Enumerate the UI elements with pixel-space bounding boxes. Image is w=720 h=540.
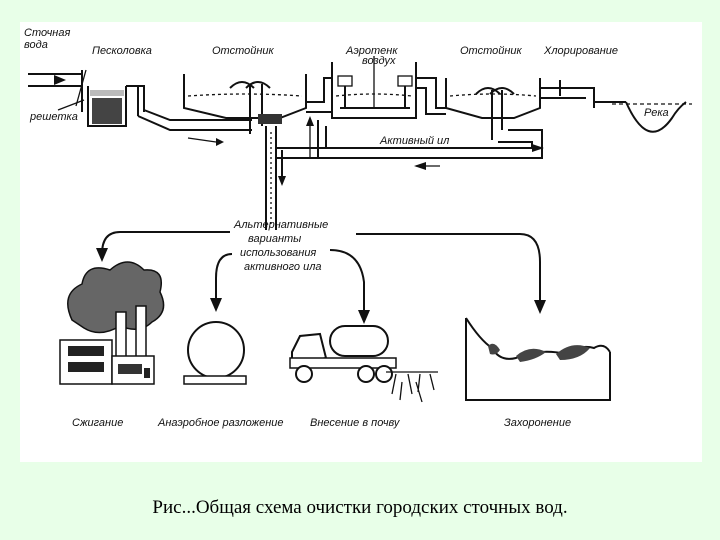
burial-label: Захоронение [504, 417, 571, 429]
aerotank: воздух [331, 55, 417, 119]
river [594, 101, 692, 133]
river-label: Река [644, 107, 669, 119]
figure-caption: Рис...Общая схема очистки городских сточ… [152, 497, 568, 518]
alternatives-label-2: варианты [248, 233, 301, 245]
alternatives-label-4: активного ила [244, 261, 322, 273]
tanker-truck [289, 325, 438, 403]
sludge-branch [276, 147, 326, 159]
wastewater-diagram: воздух [24, 27, 692, 429]
digester-tank [183, 321, 247, 385]
settler-1 [183, 74, 307, 134]
alternatives-label-3: использования [240, 247, 316, 259]
landfill [465, 317, 611, 401]
soil-application-label: Внесение в почву [310, 417, 401, 429]
aerotank-label: Аэротенк [345, 45, 398, 57]
sewage-water-label-1: Сточная [24, 27, 70, 39]
sludge-pipe [265, 126, 286, 230]
pipe-sand-to-settler [137, 109, 252, 146]
pipe-to-settler2 [416, 77, 446, 115]
sand-trap-label: Песколовка [92, 45, 152, 57]
return-sludge-line [306, 116, 544, 170]
grate-label: решетка [29, 111, 78, 123]
incineration-label: Сжигание [72, 417, 123, 429]
sand-trap [87, 85, 145, 127]
grate [57, 69, 87, 112]
inlet-pipe [28, 73, 82, 87]
settler-1-label: Отстойник [212, 45, 275, 57]
anaerobic-label: Анаэробное разложение [157, 417, 283, 429]
chlorination [540, 80, 595, 108]
active-sludge-label: Активный ил [379, 135, 449, 147]
settler-2 [445, 78, 541, 140]
sewage-water-label-2: вода [24, 39, 48, 51]
distribution-arrows [96, 231, 546, 324]
chlorination-label: Хлорирование [543, 45, 618, 57]
incineration-plant [59, 261, 165, 385]
diagram-panel: воздух [20, 22, 702, 462]
settler-2-label: Отстойник [460, 45, 523, 57]
pipe-to-aerotank [306, 77, 332, 113]
alternatives-label-1: Альтернативные [233, 219, 328, 231]
svg-text:воздух: воздух [362, 55, 396, 67]
